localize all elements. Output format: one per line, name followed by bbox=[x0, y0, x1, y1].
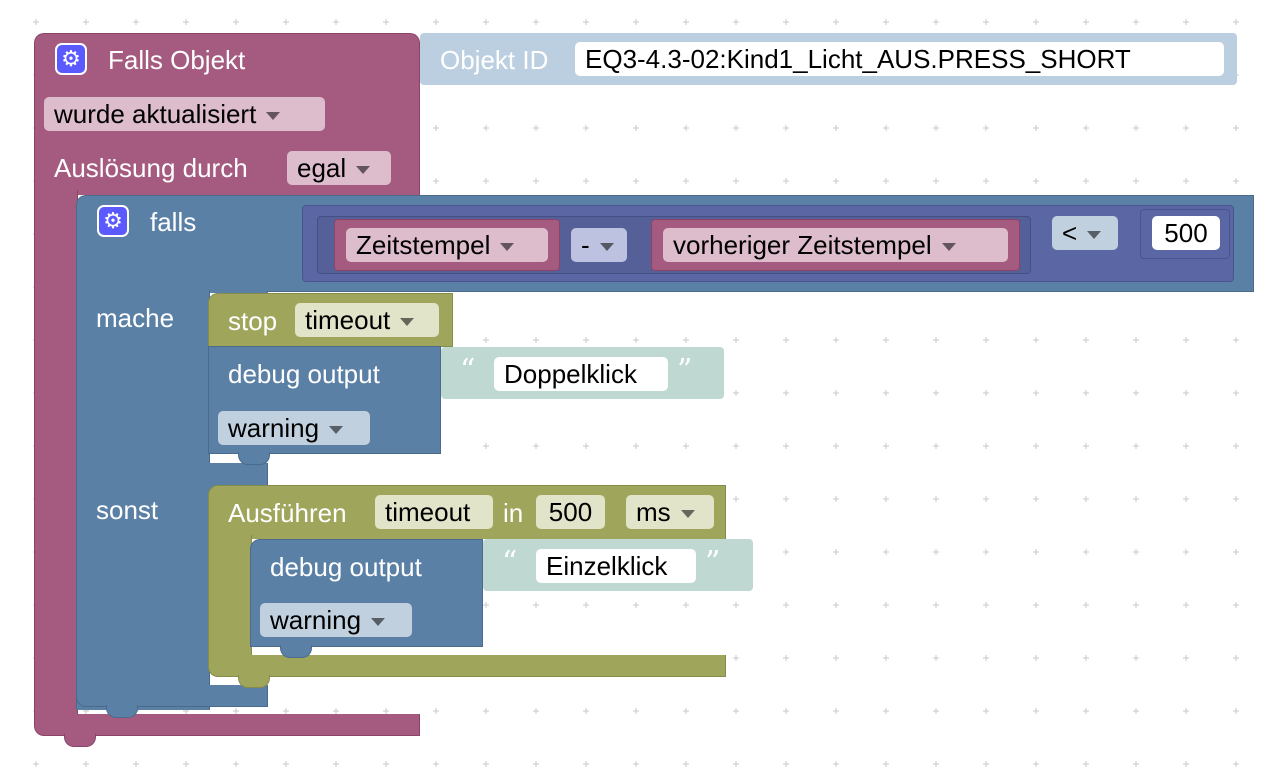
trigger-bottom-notch bbox=[64, 734, 96, 747]
if-block-left-arm bbox=[76, 290, 210, 710]
timestamp-dropdown[interactable]: Zeitstempel bbox=[346, 228, 548, 262]
trigger-source-label: Auslösung durch bbox=[54, 153, 248, 183]
trigger-block-bottom bbox=[34, 714, 420, 736]
execute-timeout-notch bbox=[238, 675, 270, 688]
execute-label: Ausführen bbox=[228, 498, 347, 528]
else-label: sonst bbox=[96, 495, 159, 525]
in-label: in bbox=[503, 498, 524, 528]
execute-name-field[interactable]: timeout bbox=[375, 495, 493, 529]
condition-dropdown[interactable]: wurde aktualisiert bbox=[44, 97, 325, 131]
debug-else-notch bbox=[280, 645, 312, 658]
trigger-block-left-arm bbox=[34, 190, 78, 724]
execute-timeout-bottom bbox=[208, 655, 726, 677]
if-bottom-notch bbox=[106, 705, 138, 718]
compare-value-field[interactable]: 500 bbox=[1152, 216, 1220, 250]
gear-icon[interactable]: ⚙ bbox=[97, 205, 129, 237]
quote-open-icon: “ bbox=[502, 545, 518, 580]
debug-level-dropdown-else[interactable]: warning bbox=[260, 603, 412, 637]
then-label: mache bbox=[96, 303, 175, 333]
debug-level-dropdown-then[interactable]: warning bbox=[218, 411, 370, 445]
object-id-field[interactable]: EQ3-4.3-02:Kind1_Licht_AUS.PRESS_SHORT bbox=[575, 42, 1224, 76]
debug-then-notch bbox=[238, 452, 270, 465]
text-value-else[interactable]: Einzelklick bbox=[536, 549, 696, 583]
delay-value-field[interactable]: 500 bbox=[536, 495, 605, 529]
gear-icon[interactable]: ⚙ bbox=[55, 43, 87, 75]
stop-label: stop bbox=[228, 306, 278, 336]
trigger-source-dropdown[interactable]: egal bbox=[287, 151, 391, 185]
text-value-then[interactable]: Doppelklick bbox=[494, 357, 668, 391]
if-block-bottom bbox=[76, 685, 268, 707]
quote-open-icon: “ bbox=[460, 353, 476, 388]
minus-operator-dropdown[interactable]: - bbox=[571, 228, 627, 262]
quote-close-icon: ” bbox=[705, 545, 721, 580]
debug-label-else: debug output bbox=[270, 552, 422, 582]
stop-timeout-dropdown[interactable]: timeout bbox=[295, 303, 439, 337]
debug-label-then: debug output bbox=[228, 359, 380, 389]
compare-operator-dropdown[interactable]: < bbox=[1052, 216, 1118, 250]
object-id-label: Objekt ID bbox=[440, 45, 549, 75]
delay-unit-dropdown[interactable]: ms bbox=[626, 495, 714, 529]
execute-timeout-arm bbox=[208, 535, 252, 659]
if-label: falls bbox=[150, 207, 197, 237]
quote-close-icon: ” bbox=[677, 353, 693, 388]
previous-timestamp-dropdown[interactable]: vorheriger Zeitstempel bbox=[663, 228, 1008, 262]
trigger-title: Falls Objekt bbox=[108, 45, 246, 75]
